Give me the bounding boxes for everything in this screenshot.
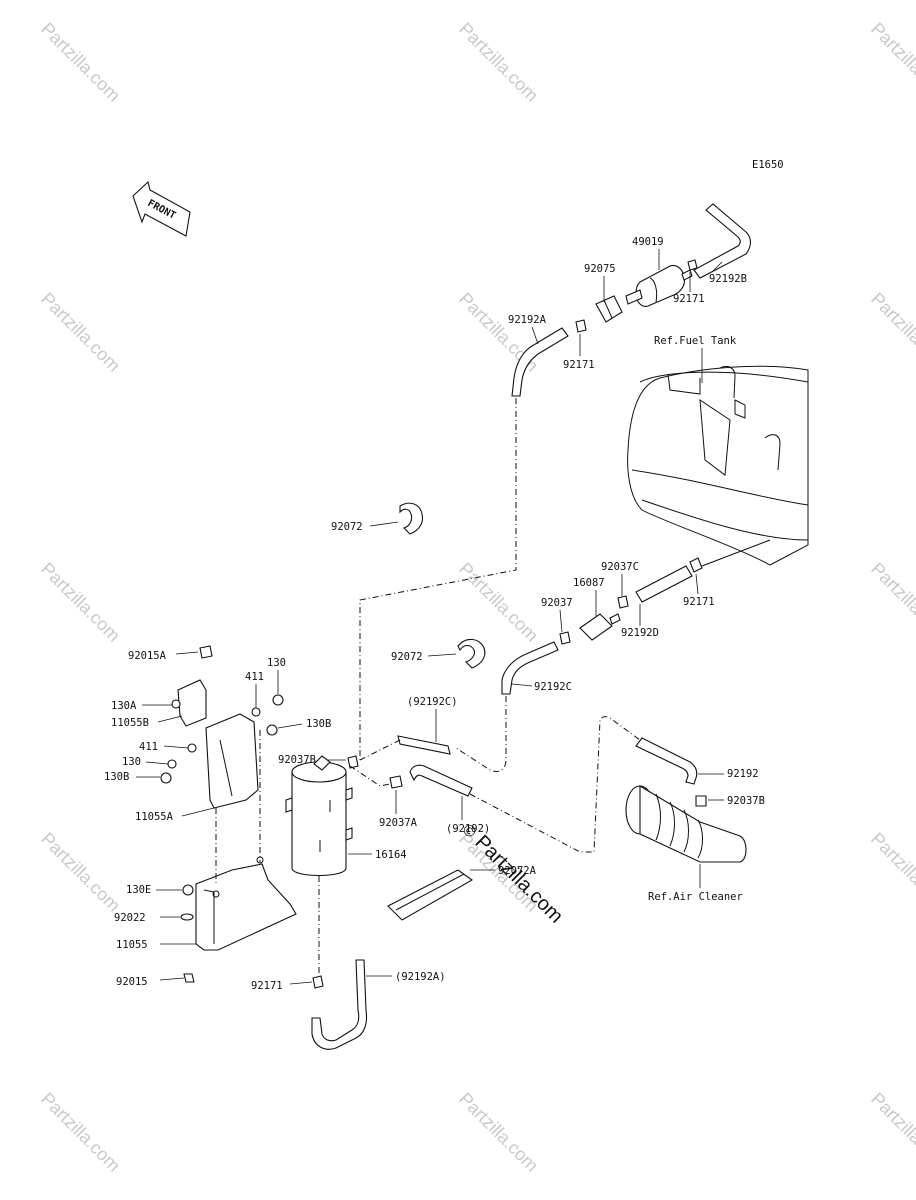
part-label-92072-upper: 92072 [331,521,363,533]
bolt-130B-top [266,724,278,736]
part-label-16164: 16164 [375,849,407,861]
bolt-130A [171,699,181,709]
part-label-92037B-right: 92037B [727,795,765,807]
part-label-92192B: 92192B [709,273,747,285]
part-label-130B-left: 130B [104,771,129,783]
clip-band-92072A [387,869,474,921]
hose-92192C-branch [397,735,451,755]
washer-411-top [251,707,261,717]
part-label-130-mid: 130 [122,756,141,768]
valve-16087 [579,613,613,641]
watermark-layer: Partzilla.com Partzilla.com Partzilla.co… [37,19,916,1176]
part-label-92037: 92037 [541,597,573,609]
washer-411-mid [187,743,197,753]
watermark-text: Partzilla.com [37,559,124,646]
front-arrow-icon: FRONT [132,180,191,237]
part-label-130E: 130E [126,884,151,896]
part-label-92037A: 92037A [379,817,418,829]
hose-92192A-lower [311,959,368,1050]
fuel-filter-49019 [625,264,693,307]
watermark-text: Partzilla.com [455,559,542,646]
clamp-92037A [389,775,403,789]
routing-line-main [359,398,517,760]
bolt-92015A [199,645,213,659]
part-label-49019: 49019 [632,236,664,248]
diagram-code: E1650 [752,159,784,171]
clamp-92037 [559,631,571,645]
clamp-92037C [617,595,629,609]
watermark-text: Partzilla.com [455,1089,542,1176]
clip-92072-lower [457,638,486,669]
part-label-92075: 92075 [584,263,616,275]
ref-fuel-tank-label: Ref.Fuel Tank [654,335,737,347]
fuel-tank-outline [627,365,809,566]
part-label-92072-lower: 92072 [391,651,423,663]
clamp-92037B-right [695,795,707,807]
part-label-130B-top: 130B [306,718,331,730]
clamp-92171-tank [689,557,703,573]
bolt-130-mid [167,759,177,769]
watermark-text: Partzilla.com [867,559,916,646]
watermark-text: Partzilla.com [867,1089,916,1176]
watermark-text: Partzilla.com [37,19,124,106]
part-label-130A: 130A [111,700,137,712]
part-label-92072A: 92072A [498,865,537,877]
bolt-130B-left [160,772,172,784]
part-label-92015A: 92015A [128,650,167,662]
watermark-text: Partzilla.com [867,289,916,376]
hose-92192D [635,565,693,603]
part-label-92192-paren: (92192) [446,823,490,835]
part-label-92192D: 92192D [621,627,659,639]
bolt-130E [182,884,194,896]
part-label-130-top: 130 [267,657,286,669]
bracket-11055A [205,713,259,809]
air-cleaner-boot [625,785,747,863]
watermark-text: Partzilla.com [37,289,124,376]
hose-92192B [693,203,752,279]
clamp-92171-bottom [312,975,324,989]
nut-92015 [183,973,195,983]
part-label-92015: 92015 [116,976,148,988]
washer-92022 [180,913,194,921]
hose-92192A-upper [511,327,569,397]
canister-16164 [285,755,353,876]
part-label-92037C: 92037C [601,561,639,573]
part-label-411-mid: 411 [139,741,158,753]
part-label-92171-tank: 92171 [683,596,715,608]
clip-92072-upper [399,502,424,535]
part-label-92192C: 92192C [534,681,572,693]
hose-92192-right [635,737,698,785]
watermark-text: Partzilla.com [867,829,916,916]
clamp-92171-top [687,259,698,271]
ref-air-cleaner-label: Ref.Air Cleaner [648,891,743,903]
part-label-11055A: 11055A [135,811,174,823]
watermark-text: Partzilla.com [867,19,916,106]
clamp-92037B-left [347,755,359,769]
bracket-11055 [195,856,297,951]
part-label-11055: 11055 [116,939,148,951]
part-label-92192A: 92192A [508,314,547,326]
part-label-92171-top: 92171 [673,293,705,305]
part-label-92171-mid: 92171 [563,359,595,371]
clamp-92171-mid [575,319,587,333]
watermark-text: Partzilla.com [37,1089,124,1176]
part-label-92171-bottom: 92171 [251,980,283,992]
center-watermark-text: Partzilla.com [471,831,568,928]
part-label-92022: 92022 [114,912,146,924]
part-label-92192A-paren: (92192A) [395,971,446,983]
watermark-text: Partzilla.com [37,829,124,916]
part-label-92192-right: 92192 [727,768,759,780]
bolt-130-top [272,694,284,706]
part-label-92192C-paren: (92192C) [407,696,458,708]
hose-92192C [501,641,559,695]
hose-92192-middle [409,764,473,797]
part-label-411-top: 411 [245,671,264,683]
part-label-16087: 16087 [573,577,605,589]
watermark-text: Partzilla.com [455,19,542,106]
part-label-11055B: 11055B [111,717,149,729]
bracket-11055B [177,679,207,727]
bracket-92075 [595,295,623,323]
